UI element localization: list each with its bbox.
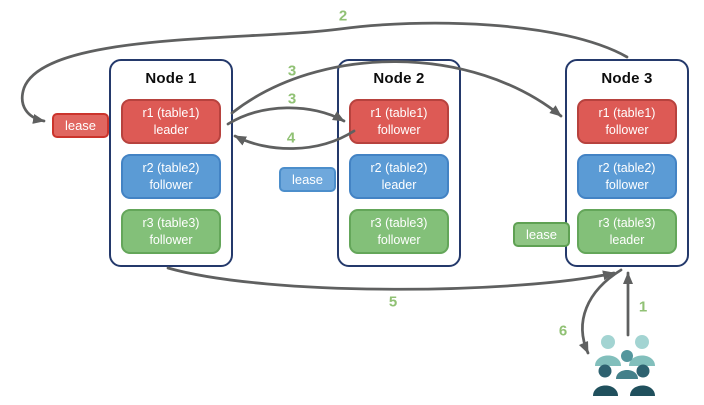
node1-replica-r2: r2 (table2) follower <box>121 154 221 199</box>
lease-badge-green: lease <box>513 222 570 247</box>
node3-replica-r3: r3 (table3) leader <box>577 209 677 254</box>
node-2-box: Node 2 r1 (table1) follower r2 (table2) … <box>337 59 461 267</box>
step-label-2: 2 <box>338 7 348 25</box>
step-label-3a: 3 <box>287 62 297 80</box>
replica-role: follower <box>377 232 421 247</box>
replica-name: r1 (table1) <box>142 106 200 121</box>
replica-name: r3 (table3) <box>370 216 428 231</box>
replica-name: r3 (table3) <box>598 216 656 231</box>
lease-badge-blue: lease <box>279 167 336 192</box>
node2-replica-r2: r2 (table2) leader <box>349 154 449 199</box>
replica-role: leader <box>153 122 189 137</box>
node1-replica-r1: r1 (table1) leader <box>121 99 221 144</box>
users-group-icon <box>593 335 655 396</box>
replica-name: r2 (table2) <box>598 161 656 176</box>
node3-replica-r2: r2 (table2) follower <box>577 154 677 199</box>
replica-name: r2 (table2) <box>370 161 428 176</box>
node2-replica-r1: r1 (table1) follower <box>349 99 449 144</box>
replica-name: r3 (table3) <box>142 216 200 231</box>
replica-name: r2 (table2) <box>142 161 200 176</box>
step-label-5: 5 <box>388 293 398 311</box>
node-3-box: Node 3 r1 (table1) follower r2 (table2) … <box>565 59 689 267</box>
step-label-3b: 3 <box>287 90 297 108</box>
node-3-title: Node 3 <box>601 70 653 87</box>
node3-replica-r1: r1 (table1) follower <box>577 99 677 144</box>
replica-role: leader <box>381 177 417 192</box>
step-label-4: 4 <box>286 129 296 147</box>
node-2-title: Node 2 <box>373 70 425 87</box>
lease-badge-red: lease <box>52 113 109 138</box>
node-1-box: Node 1 r1 (table1) leader r2 (table2) fo… <box>109 59 233 267</box>
arrow-step3-node1-to-node2 <box>226 106 346 126</box>
node1-replica-r3: r3 (table3) follower <box>121 209 221 254</box>
node-1-title: Node 1 <box>145 70 197 87</box>
step-label-6: 6 <box>558 322 568 340</box>
replica-role: follower <box>149 177 193 192</box>
replica-role: follower <box>605 122 649 137</box>
replica-role: follower <box>149 232 193 247</box>
replica-role: follower <box>605 177 649 192</box>
arrow-step5-node1-to-node3 <box>166 266 616 291</box>
user-icon <box>616 350 638 379</box>
step-label-1: 1 <box>638 298 648 316</box>
replica-role: leader <box>609 232 645 247</box>
node2-replica-r3: r3 (table3) follower <box>349 209 449 254</box>
replica-role: follower <box>377 122 421 137</box>
replica-name: r1 (table1) <box>370 106 428 121</box>
replica-name: r1 (table1) <box>598 106 656 121</box>
user-icon <box>593 364 655 396</box>
